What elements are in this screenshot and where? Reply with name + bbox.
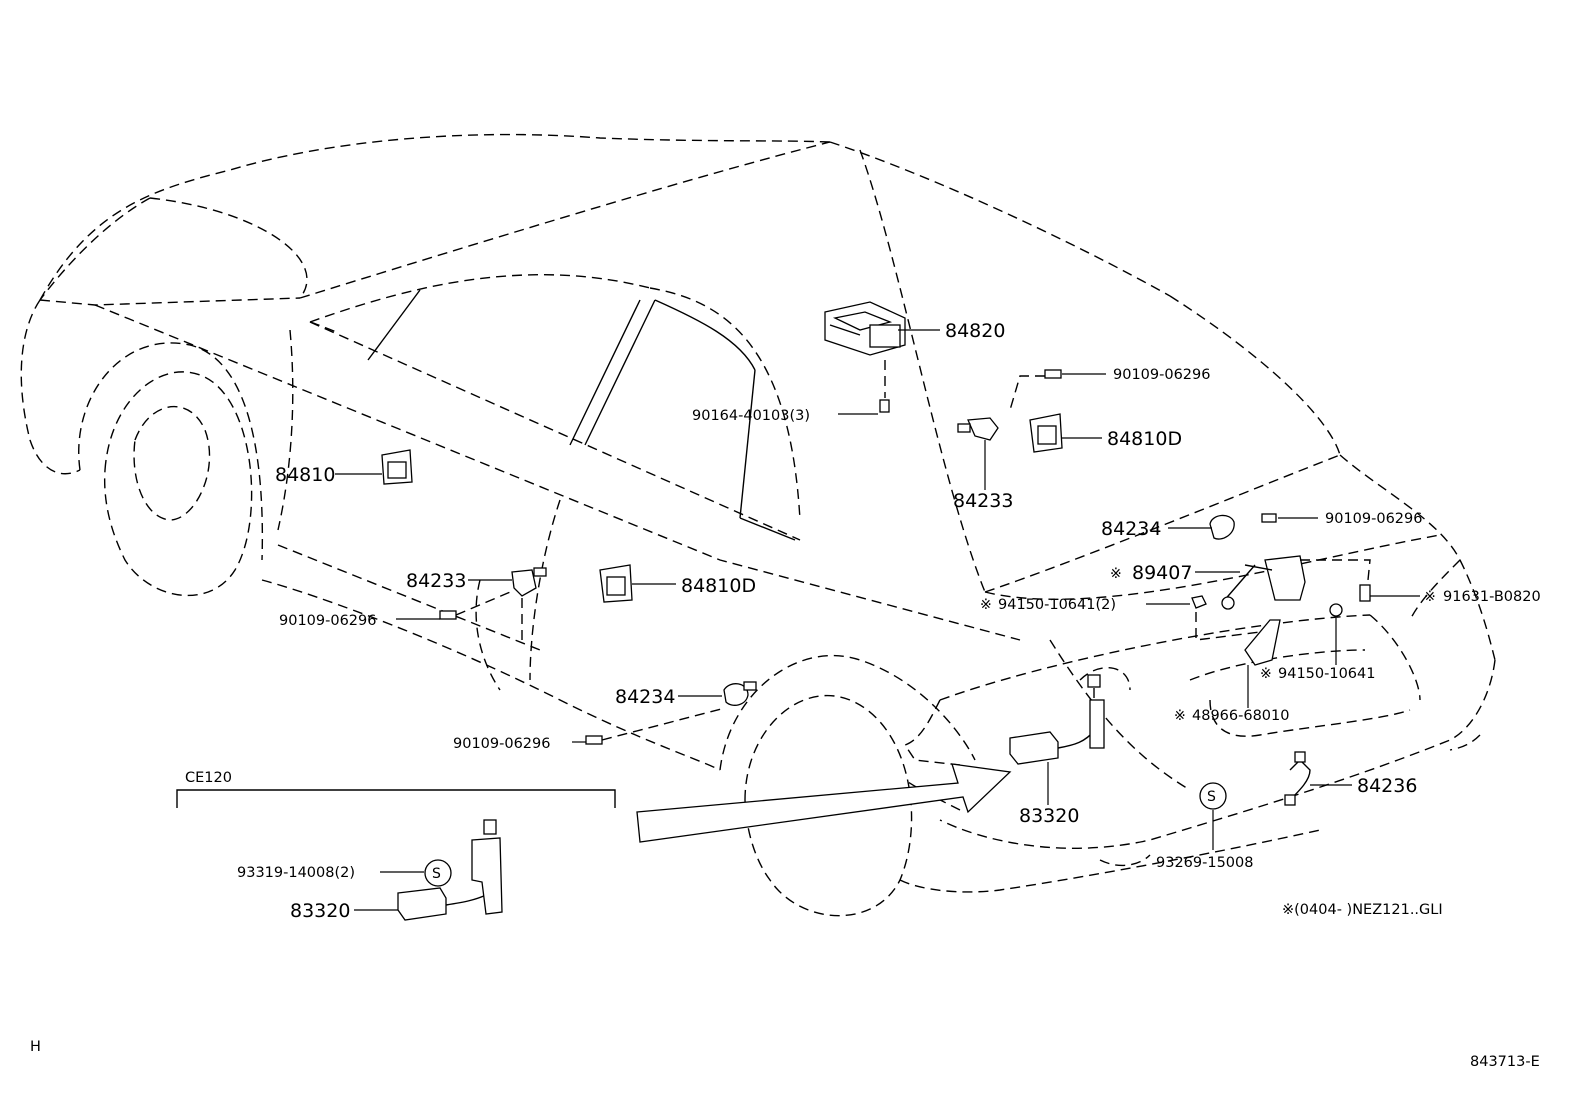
callout-84810-left: 84810 (275, 464, 335, 486)
car-body-outline (20, 133, 1496, 917)
clip-90164 (879, 360, 890, 413)
corner-letter: H (30, 1039, 41, 1055)
window-switch-84810D-right (1029, 413, 1063, 453)
callout-48966: 48966-68010 (1192, 708, 1290, 724)
switch-84236 (1284, 751, 1311, 806)
callout-90164: 90164-40103(3) (692, 408, 810, 424)
callout-84233-left: 84233 (406, 570, 466, 592)
ref-mark-94150: ※ (1260, 666, 1272, 682)
bolt-91631 (1359, 584, 1371, 602)
callout-90109-lower: 90109-06296 (453, 736, 551, 752)
callout-93269: 93269-15008 (1156, 855, 1254, 871)
module-83320-main (1009, 674, 1105, 765)
window-switch-84810-left (381, 449, 413, 485)
inset-label: CE120 (185, 770, 232, 786)
ref-mark-91631: ※ (1424, 589, 1436, 605)
switch-bezel-84233-right (957, 417, 999, 441)
callout-94150-2: 94150-10641(2) (998, 597, 1116, 613)
callout-91631: 91631-B0820 (1443, 589, 1541, 605)
callout-84236: 84236 (1357, 775, 1417, 797)
callout-84820: 84820 (945, 320, 1005, 342)
switch-bezel-84233-left (511, 567, 547, 640)
pointer-arrow (636, 763, 1012, 843)
s-symbol-main (1199, 782, 1227, 810)
bracket-48966 (1195, 612, 1281, 666)
screw-90109-right (1261, 513, 1277, 523)
inset-ce120 (176, 789, 616, 921)
height-sensor-89407 (1221, 555, 1371, 610)
s-mark-inset: S (432, 866, 441, 882)
screw-90109-left (439, 589, 516, 620)
drawing-number: 843713-E (1470, 1054, 1540, 1070)
callout-83320-main: 83320 (1019, 805, 1079, 827)
callout-94150: 94150-10641 (1278, 666, 1376, 682)
callout-84234-right: 84234 (1101, 518, 1161, 540)
window-switch-84810D-mid (599, 564, 633, 603)
screw-90109-lower (585, 707, 726, 745)
s-mark-main: S (1207, 789, 1216, 805)
ref-mark-94150-2: ※ (980, 597, 992, 613)
master-switch-84820 (824, 301, 906, 356)
switch-84234-right (1209, 514, 1235, 540)
nut-94150 (1191, 595, 1343, 617)
callout-84233-right: 84233 (953, 490, 1013, 512)
callout-84810D-mid: 84810D (681, 575, 756, 597)
callout-83320-inset: 83320 (290, 900, 350, 922)
leader-lines (335, 329, 1420, 911)
callout-90109-left: 90109-06296 (279, 613, 377, 629)
footnote: ※(0404- )NEZ121..GLI (1282, 902, 1443, 918)
screw-90109-top (1009, 369, 1062, 411)
callout-90109-top: 90109-06296 (1113, 367, 1211, 383)
callout-89407: 89407 (1132, 562, 1192, 584)
callout-93319: 93319-14008(2) (237, 865, 355, 881)
ref-mark-48966: ※ (1174, 708, 1186, 724)
callout-84810D-right: 84810D (1107, 428, 1182, 450)
callout-90109-right: 90109-06296 (1325, 511, 1423, 527)
callout-84234-left: 84234 (615, 686, 675, 708)
ref-mark-89407: ※ (1110, 566, 1122, 582)
switch-84234-left (723, 681, 757, 706)
